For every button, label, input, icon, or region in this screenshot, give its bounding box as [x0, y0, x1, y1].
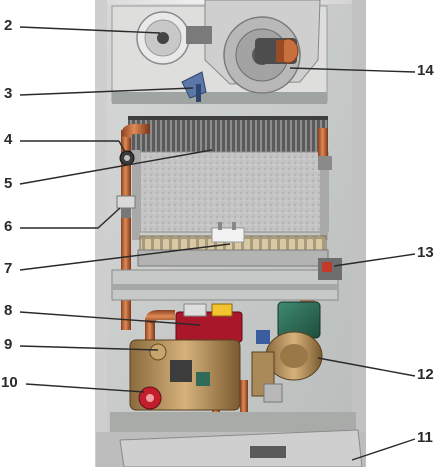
callout-5: 5 [4, 175, 13, 192]
leader-13 [333, 253, 416, 267]
overheat-thermostat [119, 150, 135, 166]
heat-exchanger [128, 116, 328, 154]
control-panel [96, 412, 366, 467]
leader-12 [317, 357, 416, 377]
callout-3: 3 [4, 85, 13, 102]
air-pressure-switch [136, 11, 212, 65]
leader-5 [19, 149, 213, 185]
leader-9 [19, 345, 159, 351]
leader-11 [351, 438, 416, 461]
callout-8: 8 [4, 302, 13, 319]
leader-8 [19, 311, 201, 326]
leader-3 [19, 87, 194, 96]
burner [137, 222, 329, 267]
flow-sensor [116, 195, 136, 218]
manifold [111, 269, 339, 301]
callout-13: 13 [417, 244, 434, 261]
flue-sensor [181, 71, 207, 102]
callout-4: 4 [4, 131, 13, 148]
callout-10: 10 [1, 374, 18, 391]
leader-6 [20, 207, 121, 229]
callout-14: 14 [417, 62, 434, 79]
circulating-pump [251, 301, 323, 403]
leader-lines [19, 26, 416, 461]
leader-7 [19, 243, 231, 271]
combustion-chamber [132, 150, 329, 240]
leader-2 [19, 26, 161, 34]
callout-2: 2 [4, 17, 13, 34]
callout-11: 11 [417, 429, 433, 446]
callout-7: 7 [4, 260, 13, 277]
leader-14 [289, 67, 416, 73]
leader-4b [118, 140, 126, 153]
return-sensor [318, 258, 342, 280]
callout-9: 9 [4, 336, 13, 353]
leader-10 [25, 383, 145, 393]
callout-12: 12 [417, 366, 434, 383]
safety-valve [138, 386, 162, 410]
callout-6: 6 [4, 218, 13, 235]
